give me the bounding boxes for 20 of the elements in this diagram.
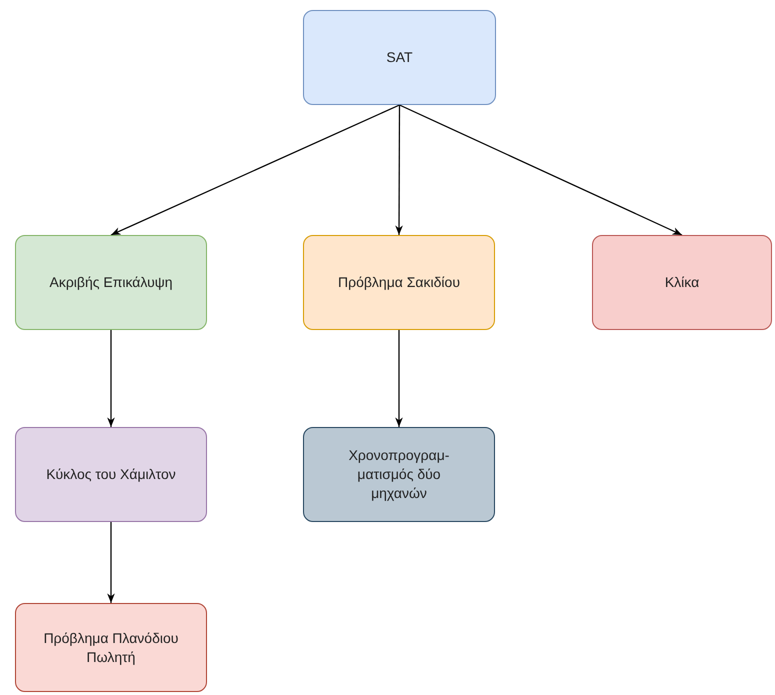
process-box bbox=[15, 427, 207, 522]
arrow bbox=[107, 330, 115, 427]
process-box bbox=[303, 10, 496, 105]
process-box bbox=[15, 235, 207, 330]
node-label: SAT bbox=[386, 48, 413, 67]
process-box bbox=[15, 603, 207, 692]
arrow bbox=[395, 330, 403, 427]
arrow bbox=[107, 522, 115, 603]
arrow bbox=[110, 104, 400, 236]
node-label: Χρονοπρογραμ- ματισμός δύο μηχανών bbox=[348, 446, 450, 503]
arrow bbox=[399, 104, 682, 236]
node-label: Πρόβλημα Πλανόδιου Πωλητή bbox=[42, 628, 180, 666]
node-label: Πρόβλημα Σακιδίου bbox=[338, 273, 460, 292]
process-box bbox=[303, 235, 495, 330]
node-label: Ακριβής Επικάλυψη bbox=[49, 273, 172, 292]
node-label: Κλίκα bbox=[664, 273, 700, 292]
arrow bbox=[395, 105, 403, 235]
process-box bbox=[592, 235, 772, 330]
process-box bbox=[303, 427, 495, 522]
node-label: Κύκλος του Χάμιλτον bbox=[46, 465, 176, 484]
